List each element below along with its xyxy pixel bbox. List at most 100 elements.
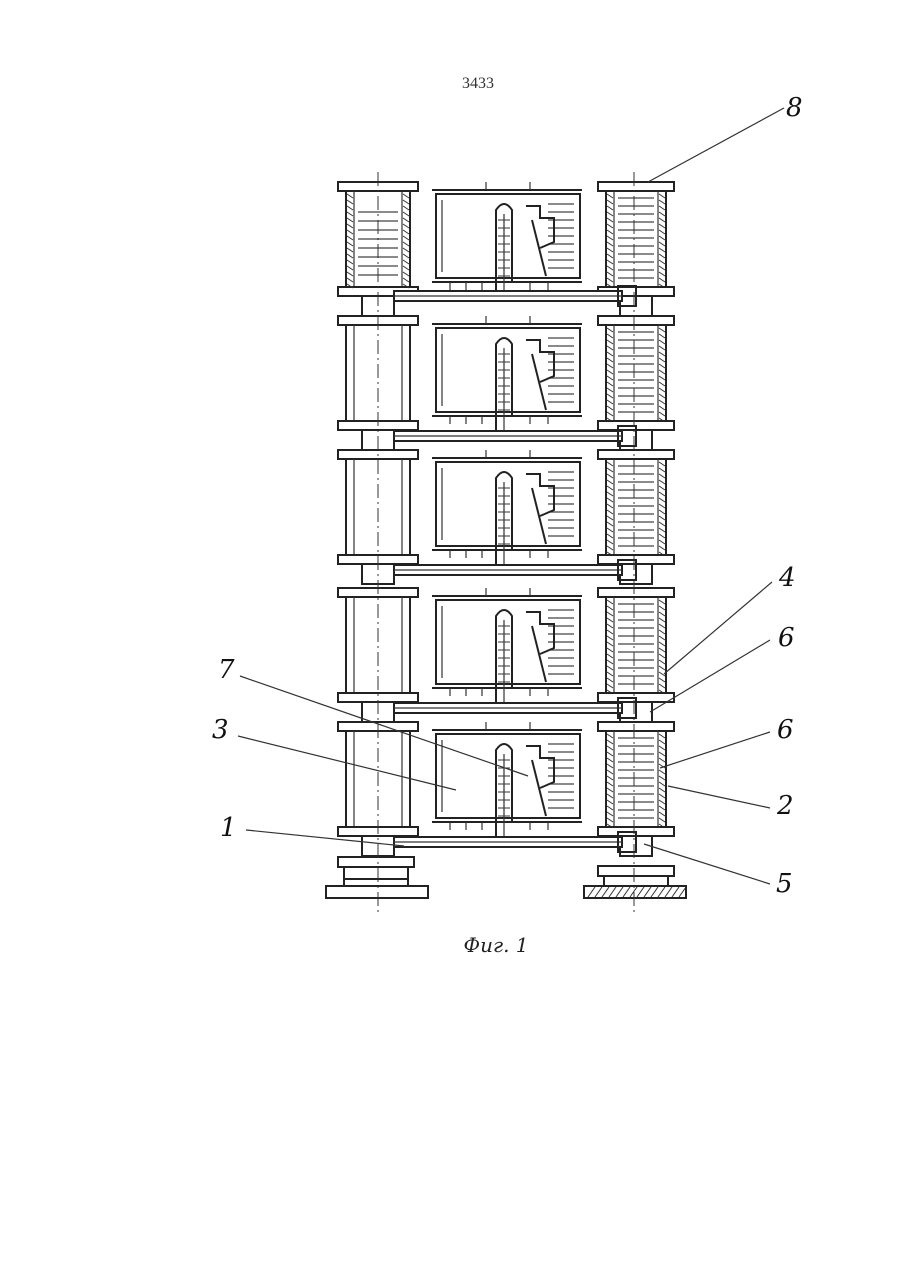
right-wall-hatch: [659, 684, 665, 688]
right-wall-hatch: [607, 734, 613, 738]
right-flange-top: [598, 450, 674, 459]
right-wall-hatch: [659, 612, 665, 616]
right-wall-hatch: [607, 486, 613, 490]
right-wall-hatch: [607, 498, 613, 502]
right-wall-hatch: [607, 794, 613, 798]
right-wall-hatch: [659, 510, 665, 514]
left-wall-hatch: [403, 242, 409, 246]
right-flange-top: [598, 588, 674, 597]
right-wall-hatch: [659, 200, 665, 204]
right-wall-hatch: [607, 218, 613, 222]
right-wall-hatch: [607, 606, 613, 610]
figure-caption: Фиг. 1: [463, 933, 528, 957]
right-wall-hatch: [659, 654, 665, 658]
left-base-plate-1: [338, 857, 414, 867]
right-wall-hatch: [659, 394, 665, 398]
right-wall-hatch: [659, 412, 665, 416]
right-wall-hatch: [607, 510, 613, 514]
right-wall-hatch: [659, 734, 665, 738]
right-flange-top: [598, 722, 674, 731]
left-wall-hatch: [347, 236, 353, 240]
left-wall-hatch: [403, 212, 409, 216]
right-wall-hatch: [659, 776, 665, 780]
right-flange-top: [598, 316, 674, 325]
right-wall-hatch: [607, 236, 613, 240]
left-wall-hatch: [403, 260, 409, 264]
right-wall-hatch: [607, 624, 613, 628]
right-wall-hatch: [659, 346, 665, 350]
right-wall-hatch: [607, 394, 613, 398]
right-wall-hatch: [659, 660, 665, 664]
label-2: 2: [776, 791, 794, 821]
right-wall-hatch: [659, 630, 665, 634]
leader-line: [648, 108, 784, 182]
right-wall-hatch: [659, 358, 665, 362]
right-wall-hatch: [607, 340, 613, 344]
right-wall-hatch: [607, 612, 613, 616]
right-wall-hatch: [659, 546, 665, 550]
right-wall-hatch: [607, 504, 613, 508]
right-wall-hatch: [659, 600, 665, 604]
right-wall-hatch: [659, 540, 665, 544]
right-wall-hatch: [659, 236, 665, 240]
right-base-block: [604, 876, 668, 886]
right-wall-hatch: [607, 468, 613, 472]
right-wall-hatch: [607, 328, 613, 332]
right-wall-hatch: [659, 636, 665, 640]
right-wall-hatch: [659, 642, 665, 646]
leader-line: [650, 640, 770, 712]
right-wall-hatch: [659, 242, 665, 246]
right-wall-hatch: [607, 678, 613, 682]
left-wall-hatch: [347, 206, 353, 210]
module-partition: [532, 220, 546, 276]
right-wall-hatch: [659, 218, 665, 222]
right-wall-hatch: [659, 740, 665, 744]
right-wall-hatch: [607, 516, 613, 520]
left-wall-hatch: [347, 230, 353, 234]
right-wall-hatch: [659, 474, 665, 478]
right-wall-hatch: [659, 278, 665, 282]
right-wall-hatch: [659, 224, 665, 228]
right-wall-hatch: [659, 266, 665, 270]
right-wall-hatch: [607, 474, 613, 478]
right-wall-hatch: [659, 528, 665, 532]
right-wall-hatch: [659, 328, 665, 332]
right-wall-hatch: [607, 492, 613, 496]
label-7: 7: [218, 655, 235, 685]
left-wall-hatch: [347, 272, 353, 276]
right-base-plate: [598, 866, 674, 876]
right-wall-hatch: [659, 254, 665, 258]
right-wall-hatch: [607, 618, 613, 622]
left-wall-hatch: [403, 206, 409, 210]
right-wall-hatch: [659, 382, 665, 386]
right-wall-hatch: [659, 504, 665, 508]
right-wall-hatch: [659, 334, 665, 338]
module-partition: [532, 760, 546, 816]
right-wall-hatch: [659, 758, 665, 762]
right-wall-hatch: [659, 806, 665, 810]
right-wall-hatch: [607, 352, 613, 356]
right-wall-hatch: [659, 462, 665, 466]
left-wall-hatch: [347, 278, 353, 282]
right-wall-hatch: [659, 818, 665, 822]
right-wall-hatch: [659, 812, 665, 816]
left-wall-hatch: [403, 254, 409, 258]
leader-line: [664, 582, 772, 674]
right-wall-hatch: [659, 752, 665, 756]
right-wall-hatch: [607, 800, 613, 804]
right-wall-hatch: [607, 770, 613, 774]
right-wall-hatch: [607, 358, 613, 362]
label-4: 4: [778, 563, 796, 593]
right-wall-hatch: [659, 194, 665, 198]
right-wall-hatch: [607, 746, 613, 750]
right-wall-hatch: [607, 776, 613, 780]
right-wall-hatch: [607, 266, 613, 270]
right-wall-hatch: [607, 406, 613, 410]
right-wall-hatch: [659, 534, 665, 538]
right-wall-hatch: [607, 382, 613, 386]
left-wall-hatch: [403, 278, 409, 282]
right-wall-hatch: [659, 340, 665, 344]
left-wall-hatch: [347, 260, 353, 264]
right-wall-hatch: [607, 546, 613, 550]
right-wall-hatch: [659, 498, 665, 502]
